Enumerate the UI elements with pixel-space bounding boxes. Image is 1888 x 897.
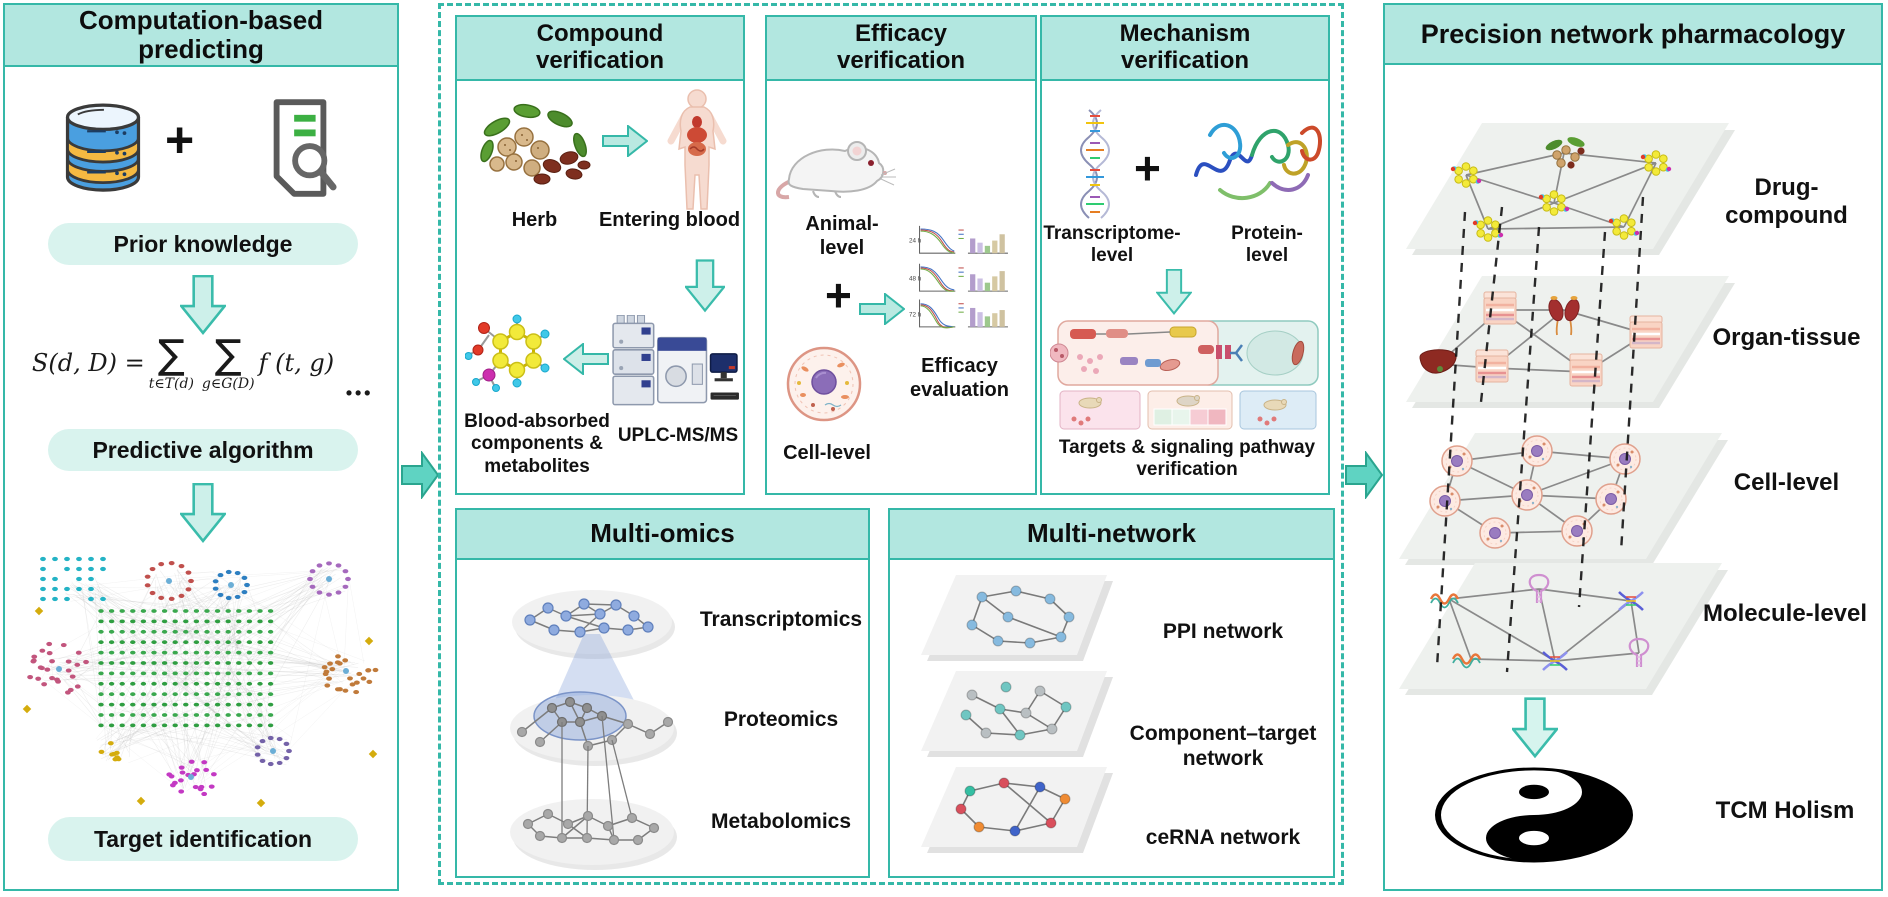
layer-drug-compound-image: [1406, 123, 1735, 255]
formula-ellipsis: …: [344, 369, 375, 402]
metabolomics-label: Metabolomics: [710, 810, 852, 833]
svg-text:48 h: 48 h: [909, 276, 922, 283]
arrow-down-icon: [180, 275, 226, 335]
layer-cell-level-image: [1399, 433, 1728, 565]
entering-blood-label: Entering blood: [598, 209, 741, 231]
formula-lhs: S(d, D) =: [31, 349, 145, 377]
arrow-right-icon: [1345, 451, 1384, 499]
omics-stack-image: [510, 590, 677, 870]
panel-efficacy-verification: Efficacy verification Animal-level +: [765, 15, 1037, 495]
svg-text:72 h: 72 h: [909, 311, 922, 318]
drug-compound-label: Drug-compound: [1725, 174, 1848, 230]
cell-level-label: Cell-level: [1733, 469, 1840, 496]
dashed-connectors: [1435, 196, 1645, 673]
arrow-down-icon: [685, 259, 725, 313]
blood-absorbed-label: Blood-absorbed components & metabolites: [464, 411, 610, 477]
arrow-down-icon: [1156, 269, 1192, 315]
herb-image: [480, 103, 591, 185]
mouse-image: [776, 141, 896, 200]
panel-precision-network-pharmacology: Precision network pharmacology Drug-comp…: [1383, 3, 1883, 891]
panel-title: Multi-network: [890, 510, 1333, 560]
animal-level-label: Animal-level: [805, 213, 879, 259]
tcm-holism-label: TCM Holism: [1715, 797, 1855, 824]
layer-organ-tissue-image: [1406, 276, 1735, 408]
molecule-level-label: Molecule-level: [1702, 600, 1868, 627]
database-icon: [65, 103, 141, 192]
panel-multi-omics: Multi-omics Transcriptomics Proteomics M…: [455, 508, 870, 878]
plus-sign: +: [1134, 142, 1161, 194]
proteomics-label: Proteomics: [723, 708, 839, 731]
arrow-down-icon: [1512, 697, 1558, 759]
panel-title: Compound verification: [457, 17, 743, 81]
targets-pathway-caption: Targets & signaling pathway verification: [1058, 437, 1316, 481]
herb-label: Herb: [511, 209, 558, 231]
cerna-network-label: ceRNA network: [1145, 826, 1301, 849]
arrow-right-icon: [401, 451, 440, 499]
experimental-verification-container: [438, 3, 1344, 885]
panel-mechanism-verification: Mechanism verification + Tr: [1040, 15, 1330, 495]
svg-text:24 h: 24 h: [909, 238, 922, 245]
panel-compound-verification: Compound verification: [455, 15, 745, 495]
document-search-icon: [273, 99, 337, 197]
human-body-image: [667, 89, 727, 210]
component-target-network-label: Component–target network: [1129, 722, 1317, 770]
arrow-right-icon: [859, 293, 905, 325]
panel-title: Multi-omics: [457, 510, 868, 560]
transcriptome-level-label: Transcriptome-level: [1043, 223, 1181, 267]
prior-knowledge-pill: Prior knowledge: [48, 223, 358, 265]
dna-icon: [1080, 109, 1110, 219]
arrow-left-icon: [563, 343, 609, 375]
panel-computation-predicting: Computation-based predicting + Prior kno…: [3, 3, 399, 891]
network-sheets-image: [921, 575, 1113, 853]
yin-yang-icon: [1435, 767, 1633, 863]
target-identification-pill: Target identification: [48, 817, 358, 861]
network-hairball-image: [22, 556, 379, 808]
transcriptomics-label: Transcriptomics: [699, 608, 863, 631]
panel-title: Mechanism verification: [1042, 17, 1328, 81]
panel-multi-network: Multi-network PPI network Component–targ…: [888, 508, 1335, 878]
protein-level-label: Protein-level: [1231, 223, 1303, 267]
uplc-label: UPLC-MS/MS: [617, 425, 739, 446]
arrow-right-icon: [602, 125, 648, 157]
plus-sign: +: [165, 112, 195, 168]
panel-title: Computation-based predicting: [5, 5, 397, 67]
layer-molecule-level-image: [1399, 563, 1728, 695]
uplc-ms-image: [612, 315, 739, 406]
ppi-network-label: PPI network: [1162, 620, 1284, 643]
panel-title: Efficacy verification: [767, 17, 1035, 81]
cell-image: [786, 346, 862, 422]
efficacy-evaluation-label: Efficacy evaluation: [910, 355, 1009, 401]
efficacy-charts-image: 24 h 48 h 72 h: [909, 225, 1008, 329]
formula-rhs: f (t, g): [258, 349, 335, 377]
panel-title: Precision network pharmacology: [1385, 5, 1881, 65]
plus-sign: +: [825, 269, 852, 321]
cell-level-label: Cell-level: [783, 442, 871, 464]
protein-structure-image: [1194, 122, 1322, 201]
organ-tissue-label: Organ-tissue: [1712, 324, 1861, 351]
prediction-formula: S(d, D) = ∑t∈T(d) ∑g∈G(D) f (t, g) …: [31, 332, 375, 402]
arrow-down-icon: [180, 483, 226, 543]
pathway-diagram-image: [1050, 320, 1319, 430]
predictive-algorithm-pill: Predictive algorithm: [48, 429, 358, 471]
molecule-image: [465, 314, 550, 392]
